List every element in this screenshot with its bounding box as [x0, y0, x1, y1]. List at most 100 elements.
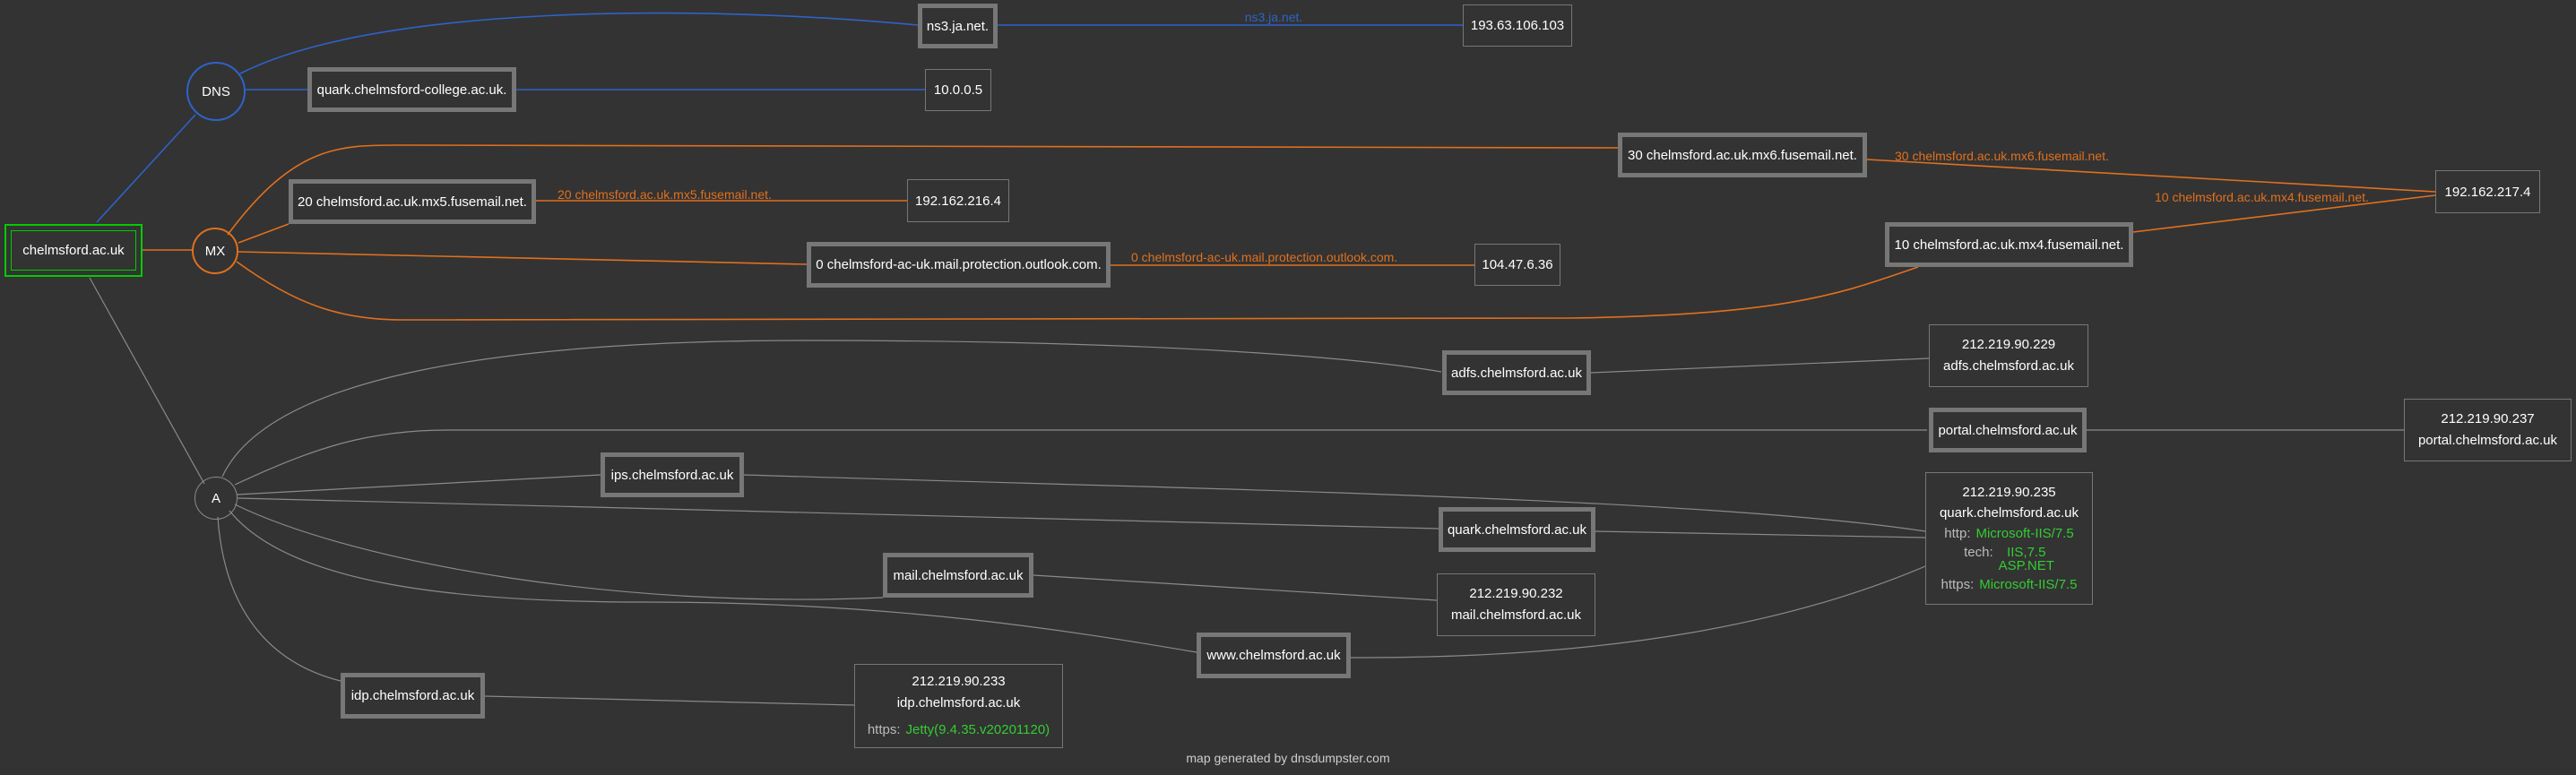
ip-host-label: portal.chelmsford.ac.uk	[2417, 433, 2558, 448]
mx-host-label: 10 chelmsford.ac.uk.mx4.fusemail.net.	[1894, 237, 2124, 253]
mx-host-label: 0 chelmsford-ac-uk.mail.protection.outlo…	[816, 257, 1102, 272]
ip-info-node[interactable]: 212.219.90.232 mail.chelmsford.ac.uk	[1437, 573, 1595, 636]
edge-mx-mx5	[238, 223, 290, 244]
edge-ips-ip	[743, 474, 1926, 532]
ip-host-label: quark.chelmsford.ac.uk	[1939, 505, 2079, 521]
ip-label: 212.219.90.232	[1469, 586, 1563, 601]
https-value: Microsoft-IIS/7.5	[1979, 577, 2078, 592]
edge-a-ips	[236, 474, 601, 495]
ip-label: 212.219.90.233	[912, 674, 1006, 689]
dns-group-label: DNS	[202, 83, 230, 99]
ip-label: 212.219.90.235	[1962, 485, 2056, 500]
http-value: Microsoft-IIS/7.5	[1975, 526, 2074, 541]
edge-root-dns	[96, 114, 196, 223]
a-host-label: ips.chelmsford.ac.uk	[610, 467, 734, 483]
footer-credit: map generated by dnsdumpster.com	[1186, 751, 1390, 765]
tech-value: IIS,7.5	[2007, 545, 2046, 560]
a-host-label: mail.chelmsford.ac.uk	[893, 567, 1024, 583]
https-label: https:	[867, 722, 901, 737]
edge-a-idp	[217, 516, 341, 682]
a-group-label: A	[211, 490, 220, 506]
root-domain-node[interactable]: chelmsford.ac.uk	[4, 224, 143, 277]
edge-mx-mx4	[236, 261, 1919, 321]
a-host-node[interactable]: adfs.chelmsford.ac.uk	[1442, 350, 1591, 395]
mx-host-label: 20 chelmsford.ac.uk.mx5.fusemail.net.	[298, 194, 527, 210]
a-host-node[interactable]: ips.chelmsford.ac.uk	[601, 452, 744, 497]
ns-host-label: ns3.ja.net.	[926, 18, 990, 34]
ip-node[interactable]: 192.162.216.4	[907, 179, 1009, 222]
root-domain-label: chelmsford.ac.uk	[22, 243, 125, 258]
edge-root-a	[89, 277, 205, 485]
edge-quark-ip2	[1595, 530, 1926, 538]
tech-value: ASP.NET	[1998, 558, 2054, 573]
edge-label-outlook: 0 chelmsford-ac-uk.mail.protection.outlo…	[1131, 250, 1397, 264]
https-label: https:	[1941, 577, 1975, 592]
tech-banner: tech: IIS,7.5 ASP.NET	[1964, 546, 2054, 573]
ip-label: 212.219.90.237	[2441, 411, 2535, 426]
ip-node[interactable]: 193.63.106.103	[1463, 4, 1572, 47]
ip-label: 192.162.216.4	[915, 193, 1001, 209]
a-host-label: adfs.chelmsford.ac.uk	[1451, 365, 1582, 381]
edge-mx-outlook	[238, 251, 808, 265]
ip-label: 192.162.217.4	[2444, 184, 2531, 200]
edge-www-ip	[1350, 565, 1926, 659]
ip-label: 212.219.90.229	[1961, 337, 2056, 352]
edge-dns-ns3	[239, 12, 919, 74]
a-host-label: idp.chelmsford.ac.uk	[350, 688, 475, 703]
edge-label-mx4: 10 chelmsford.ac.uk.mx4.fusemail.net.	[2155, 190, 2369, 204]
ip-info-node[interactable]: 212.219.90.237 portal.chelmsford.ac.uk	[2404, 399, 2572, 461]
ip-label: 193.63.106.103	[1470, 18, 1565, 33]
mx-group-node[interactable]: MX	[192, 228, 238, 274]
edge-a-portal	[234, 429, 1927, 486]
https-banner: https: Microsoft-IIS/7.5	[1941, 574, 2078, 595]
edge-adfs-ip	[1590, 357, 1930, 374]
edge-label-mx5: 20 chelmsford.ac.uk.mx5.fusemail.net.	[558, 187, 772, 202]
tech-label: tech:	[1964, 545, 1993, 560]
http-label: http:	[1944, 526, 1971, 541]
https-banner: https: Jetty(9.4.35.v20201120)	[868, 719, 1050, 741]
https-value: Jetty(9.4.35.v20201120)	[905, 722, 1050, 737]
a-host-label: quark.chelmsford.ac.uk	[1447, 521, 1587, 538]
ns-host-node[interactable]: quark.chelmsford-college.ac.uk.	[307, 67, 516, 112]
edge-a-www	[229, 510, 1197, 653]
ip-host-label: adfs.chelmsford.ac.uk	[1943, 358, 2074, 374]
mx-host-label: 30 chelmsford.ac.uk.mx6.fusemail.net.	[1628, 147, 1857, 163]
ip-info-node[interactable]: 212.219.90.229 adfs.chelmsford.ac.uk	[1929, 324, 2088, 387]
edge-mx-mx6	[227, 144, 1619, 236]
mx-host-node[interactable]: 10 chelmsford.ac.uk.mx4.fusemail.net.	[1885, 222, 2133, 267]
a-host-node[interactable]: portal.chelmsford.ac.uk	[1929, 408, 2087, 452]
ip-host-label: mail.chelmsford.ac.uk	[1450, 607, 1582, 623]
a-group-node[interactable]: A	[194, 477, 238, 520]
ip-label: 10.0.0.5	[933, 82, 983, 98]
ip-label: 104.47.6.36	[1482, 257, 1553, 272]
a-host-node[interactable]: quark.chelmsford.ac.uk	[1439, 507, 1595, 552]
ip-node[interactable]: 104.47.6.36	[1474, 244, 1560, 286]
edge-mail-ip	[1033, 574, 1438, 601]
ns-host-node[interactable]: ns3.ja.net.	[918, 4, 998, 48]
edge-idp-ip	[484, 695, 855, 706]
a-host-label: portal.chelmsford.ac.uk	[1938, 422, 2078, 438]
ip-info-node[interactable]: 212.219.90.233 idp.chelmsford.ac.uk http…	[854, 664, 1063, 748]
ip-host-label: idp.chelmsford.ac.uk	[896, 695, 1021, 710]
edge-label-ns3: ns3.ja.net.	[1245, 10, 1303, 24]
a-host-label: www.chelmsford.ac.uk	[1206, 648, 1341, 663]
a-host-node[interactable]: www.chelmsford.ac.uk	[1197, 633, 1351, 678]
edge-label-mx6: 30 chelmsford.ac.uk.mx6.fusemail.net.	[1895, 149, 2109, 163]
mx-host-node[interactable]: 20 chelmsford.ac.uk.mx5.fusemail.net.	[289, 179, 536, 224]
mx-host-node[interactable]: 0 chelmsford-ac-uk.mail.protection.outlo…	[807, 242, 1111, 288]
http-banner: http: Microsoft-IIS/7.5	[1944, 523, 2073, 544]
mx-host-node[interactable]: 30 chelmsford.ac.uk.mx6.fusemail.net.	[1618, 133, 1867, 177]
a-host-node[interactable]: mail.chelmsford.ac.uk	[883, 553, 1033, 598]
a-host-node[interactable]: idp.chelmsford.ac.uk	[341, 673, 485, 719]
ip-node[interactable]: 192.162.217.4	[2435, 170, 2540, 213]
ns-host-label: quark.chelmsford-college.ac.uk.	[316, 82, 507, 98]
ip-info-node[interactable]: 212.219.90.235 quark.chelmsford.ac.uk ht…	[1925, 472, 2093, 605]
edge-mx6-ip	[1866, 159, 2436, 193]
mx-group-label: MX	[204, 243, 226, 259]
ip-node[interactable]: 10.0.0.5	[925, 69, 991, 111]
edge-a-adfs	[221, 340, 1442, 478]
edge-mx4-ip	[2132, 194, 2436, 233]
edge-a-quark	[237, 497, 1439, 530]
dns-group-node[interactable]: DNS	[186, 62, 246, 121]
